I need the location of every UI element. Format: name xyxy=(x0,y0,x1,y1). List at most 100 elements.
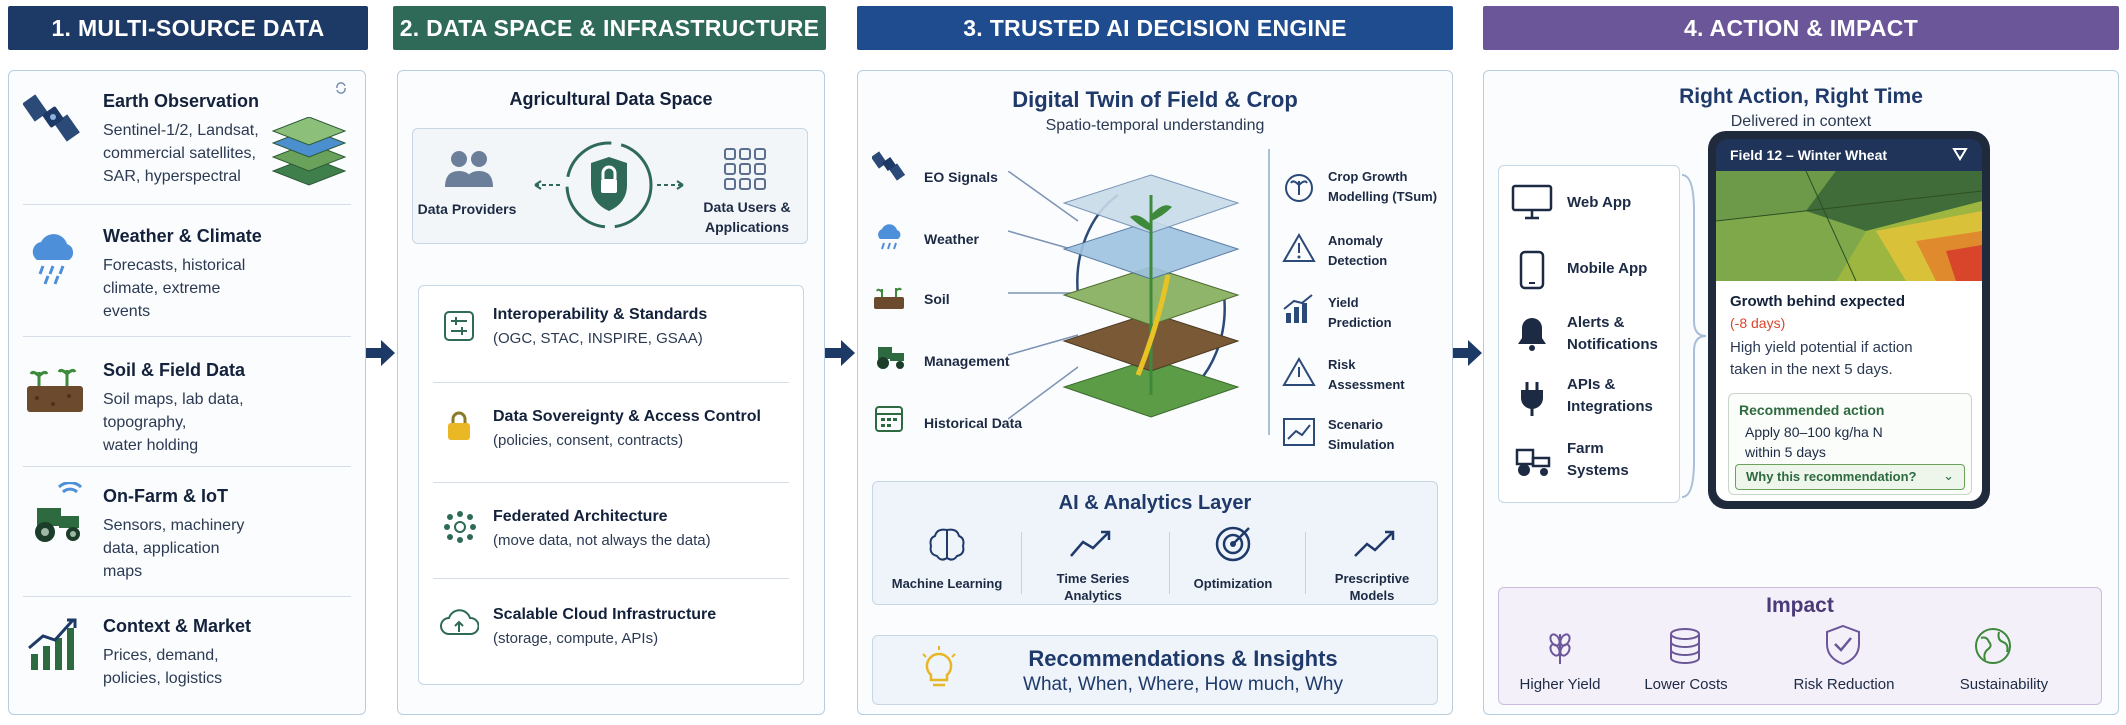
infra-title: Federated Architecture xyxy=(493,508,668,525)
ai-layer-title: AI & Analytics Layer xyxy=(1058,492,1252,514)
channel-label: Web App xyxy=(1567,194,1632,211)
divider xyxy=(23,336,351,337)
header-data-space: 2. DATA SPACE & INFRASTRUCTURE xyxy=(393,6,826,50)
infra-cloud: Scalable Cloud Infrastructure (storage, … xyxy=(419,578,803,678)
secure-exchange-icon xyxy=(534,141,684,229)
globe-icon xyxy=(1975,628,2011,664)
input-label: Soil xyxy=(924,291,950,307)
alert-delta: (-8 days) xyxy=(1730,315,1786,331)
brain-icon xyxy=(929,528,965,561)
source-soil-field: Soil & Field Data Soil maps, lab data,to… xyxy=(9,336,365,466)
tool-divider xyxy=(1169,532,1170,594)
panel-data-space: Agricultural Data Space Data Providers D… xyxy=(397,70,825,715)
recommended-action-title: Recommended action xyxy=(1739,402,1885,418)
app-grid-icon xyxy=(724,148,766,190)
field-map-image xyxy=(1716,171,1982,281)
source-earth-observation: Earth Observation Sentinel-1/2, Landsat,… xyxy=(9,71,365,201)
flow-arrow-3 xyxy=(1452,340,1482,366)
soil-sprout-icon xyxy=(874,287,904,309)
soil-sprout-icon xyxy=(27,368,83,412)
ai-analytics-layer: AI & Analytics Layer Machine Learning Ti… xyxy=(872,481,1438,605)
source-desc: Prices, demand,policies, logistics xyxy=(103,647,223,687)
target-icon xyxy=(1215,526,1251,562)
prescriptive-icon xyxy=(1354,530,1395,557)
infra-sovereignty: Data Sovereignty & Access Control (polic… xyxy=(419,382,803,482)
infra-desc: (OGC, STAC, INSPIRE, GSAA) xyxy=(493,330,703,347)
twin-title: Digital Twin of Field & Crop xyxy=(1012,87,1298,112)
divider xyxy=(23,466,351,467)
infra-title: Scalable Cloud Infrastructure xyxy=(493,606,717,623)
divider xyxy=(433,482,789,483)
header-action-impact: 4. ACTION & IMPACT xyxy=(1483,6,2119,50)
tractor-icon xyxy=(877,347,904,369)
impact-box: Impact Higher Yield Lower Costs Risk Red… xyxy=(1498,587,2102,705)
data-users-label: Data Users &Applications xyxy=(703,199,791,235)
federated-icon xyxy=(444,511,476,543)
data-space-box: Data Providers Data Users &Applications xyxy=(412,128,808,244)
calendar-icon xyxy=(875,406,903,432)
map-layers-icon xyxy=(271,117,347,186)
wheat-icon xyxy=(1549,633,1571,664)
infra-title: Interoperability & Standards xyxy=(493,306,708,323)
flow-arrow-1 xyxy=(365,340,395,366)
impact-label: Higher Yield xyxy=(1519,676,1601,693)
alert-title: Growth behind expected xyxy=(1730,293,1906,310)
shield-check-icon xyxy=(1826,624,1860,666)
channel-label: Mobile App xyxy=(1567,260,1648,277)
tool-divider xyxy=(1305,532,1306,594)
people-icon xyxy=(445,151,493,187)
bell-icon xyxy=(1518,318,1546,351)
panel-ai-engine: Digital Twin of Field & Crop Spatio-temp… xyxy=(857,70,1453,715)
action-subtitle: Delivered in context xyxy=(1730,113,1872,130)
infra-title: Data Sovereignty & Access Control xyxy=(493,408,761,425)
monitor-icon xyxy=(1511,184,1553,220)
digital-twin-layers-icon xyxy=(1062,174,1240,418)
tractor-wifi-icon xyxy=(35,482,83,542)
outputs-divider xyxy=(1268,149,1270,435)
satellite-icon xyxy=(23,94,80,142)
source-title: Weather & Climate xyxy=(103,226,262,246)
flow-arrow-2 xyxy=(825,340,855,366)
source-desc: Sentinel-1/2, Landsat,commercial satelli… xyxy=(103,122,259,185)
header-multi-source: 1. MULTI-SOURCE DATA xyxy=(8,6,368,50)
channel-label: APIs &Integrations xyxy=(1567,376,1653,415)
input-label: Historical Data xyxy=(924,415,1023,431)
yield-chart-icon xyxy=(1283,294,1313,323)
recommendations-title: Recommendations & Insights xyxy=(1028,646,1338,671)
cloud-rain-icon xyxy=(878,224,901,250)
infra-desc: (storage, compute, APIs) xyxy=(493,630,659,647)
panel-multi-source-data: Earth Observation Sentinel-1/2, Landsat,… xyxy=(8,70,366,715)
trend-line-icon xyxy=(1070,530,1111,557)
input-label: EO Signals xyxy=(924,169,998,185)
impact-label: Sustainability xyxy=(1959,676,2049,693)
phone-header: Field 12 – Winter Wheat xyxy=(1716,139,1982,171)
action-title: Right Action, Right Time xyxy=(1679,85,1923,108)
infrastructure-box: Interoperability & Standards (OGC, STAC,… xyxy=(418,285,804,685)
lock-icon xyxy=(448,411,470,440)
header-ai-engine: 3. TRUSTED AI DECISION ENGINE xyxy=(857,6,1453,50)
dropdown-icon[interactable] xyxy=(1952,147,1968,161)
source-title: Context & Market xyxy=(103,616,252,636)
why-recommendation-button[interactable]: Why this recommendation? ⌄ xyxy=(1735,464,1965,490)
channel-label: Alerts &Notifications xyxy=(1567,314,1658,353)
crop-growth-icon xyxy=(1285,174,1313,202)
data-providers-label: Data Providers xyxy=(417,201,517,217)
impact-label: Lower Costs xyxy=(1644,676,1728,693)
divider xyxy=(433,578,789,579)
bar-chart-icon xyxy=(28,618,77,670)
anomaly-icon xyxy=(1282,233,1316,262)
source-desc: Soil maps, lab data,topography,water hol… xyxy=(103,391,244,454)
impact-title: Impact xyxy=(1766,594,1834,617)
infra-interoperability: Interoperability & Standards (OGC, STAC,… xyxy=(419,286,803,382)
twin-subtitle: Spatio-temporal understanding xyxy=(1045,117,1265,134)
